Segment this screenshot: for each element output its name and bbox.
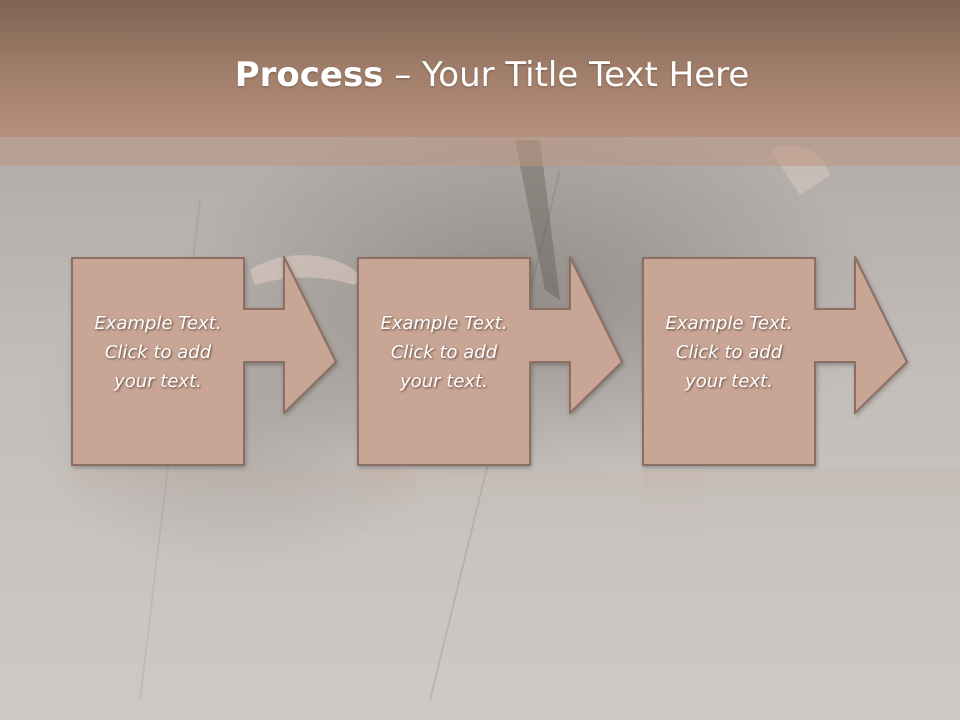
title-banner-band bbox=[0, 137, 960, 166]
process-step-1[interactable]: Example Text. Click to add your text. bbox=[71, 256, 417, 467]
step-1-reflection bbox=[71, 470, 417, 540]
slide-title[interactable]: Process – Your Title Text Here bbox=[0, 55, 960, 95]
step-text[interactable]: Example Text. Click to add your text. bbox=[665, 313, 793, 392]
step-2-reflection bbox=[357, 470, 703, 540]
process-step-2[interactable]: Example Text. Click to add your text. bbox=[357, 256, 703, 467]
slide-title-bold: Process bbox=[234, 55, 384, 95]
step-arrow-shape bbox=[642, 256, 908, 466]
title-banner bbox=[0, 0, 960, 137]
slide-title-rest: – Your Title Text Here bbox=[383, 55, 750, 95]
process-step-3[interactable]: Example Text. Click to add your text. bbox=[642, 256, 960, 467]
step-3-reflection bbox=[642, 470, 960, 540]
step-text[interactable]: Example Text. Click to add your text. bbox=[94, 313, 222, 392]
step-text[interactable]: Example Text. Click to add your text. bbox=[380, 313, 508, 392]
step-arrow-shape bbox=[357, 256, 623, 466]
step-arrow-shape bbox=[71, 256, 337, 466]
